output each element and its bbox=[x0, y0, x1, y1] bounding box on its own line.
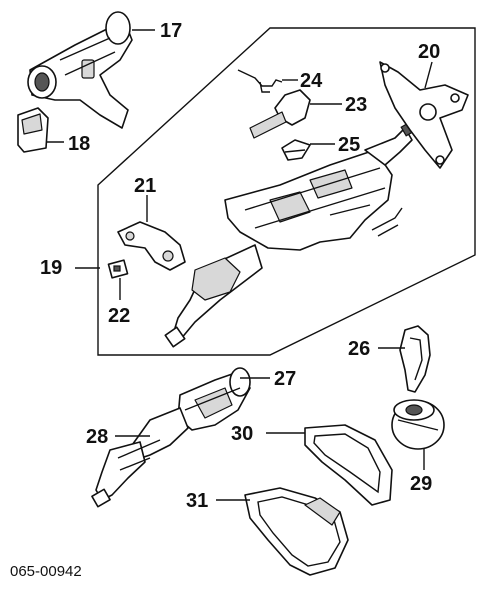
label-18: 18 bbox=[68, 133, 90, 155]
assembly-frame bbox=[97, 27, 476, 356]
part-17-housing bbox=[27, 11, 155, 129]
label-26: 26 bbox=[348, 338, 370, 360]
label-20: 20 bbox=[418, 41, 440, 63]
label-27: 27 bbox=[274, 368, 296, 390]
part-29-boot bbox=[391, 399, 445, 470]
label-22: 22 bbox=[108, 305, 130, 327]
part-22-clip bbox=[107, 259, 129, 300]
part-28-shaft bbox=[91, 407, 189, 508]
label-21: 21 bbox=[134, 175, 156, 197]
label-31: 31 bbox=[186, 490, 208, 512]
diagram-code: 065-00942 bbox=[10, 563, 82, 580]
part-19-column bbox=[75, 121, 416, 348]
label-24: 24 bbox=[300, 70, 323, 92]
part-31-cover bbox=[216, 487, 349, 576]
part-26-gasket bbox=[378, 325, 431, 393]
part-25-small-clip bbox=[281, 139, 335, 161]
label-23: 23 bbox=[345, 94, 367, 116]
label-30: 30 bbox=[231, 423, 253, 445]
part-20-bracket-plate bbox=[379, 61, 469, 169]
part-21-lever bbox=[117, 195, 186, 271]
label-28: 28 bbox=[86, 426, 108, 448]
part-23-bracket bbox=[249, 89, 342, 139]
label-17: 17 bbox=[160, 20, 182, 42]
part-24-wire-clip bbox=[237, 69, 298, 93]
label-29: 29 bbox=[410, 473, 432, 495]
part-18-bracket bbox=[17, 107, 64, 153]
label-25: 25 bbox=[338, 134, 360, 156]
label-19: 19 bbox=[40, 257, 62, 279]
part-27-joint bbox=[177, 367, 270, 431]
leader-20 bbox=[424, 61, 433, 89]
part-30-gasket bbox=[266, 424, 393, 506]
